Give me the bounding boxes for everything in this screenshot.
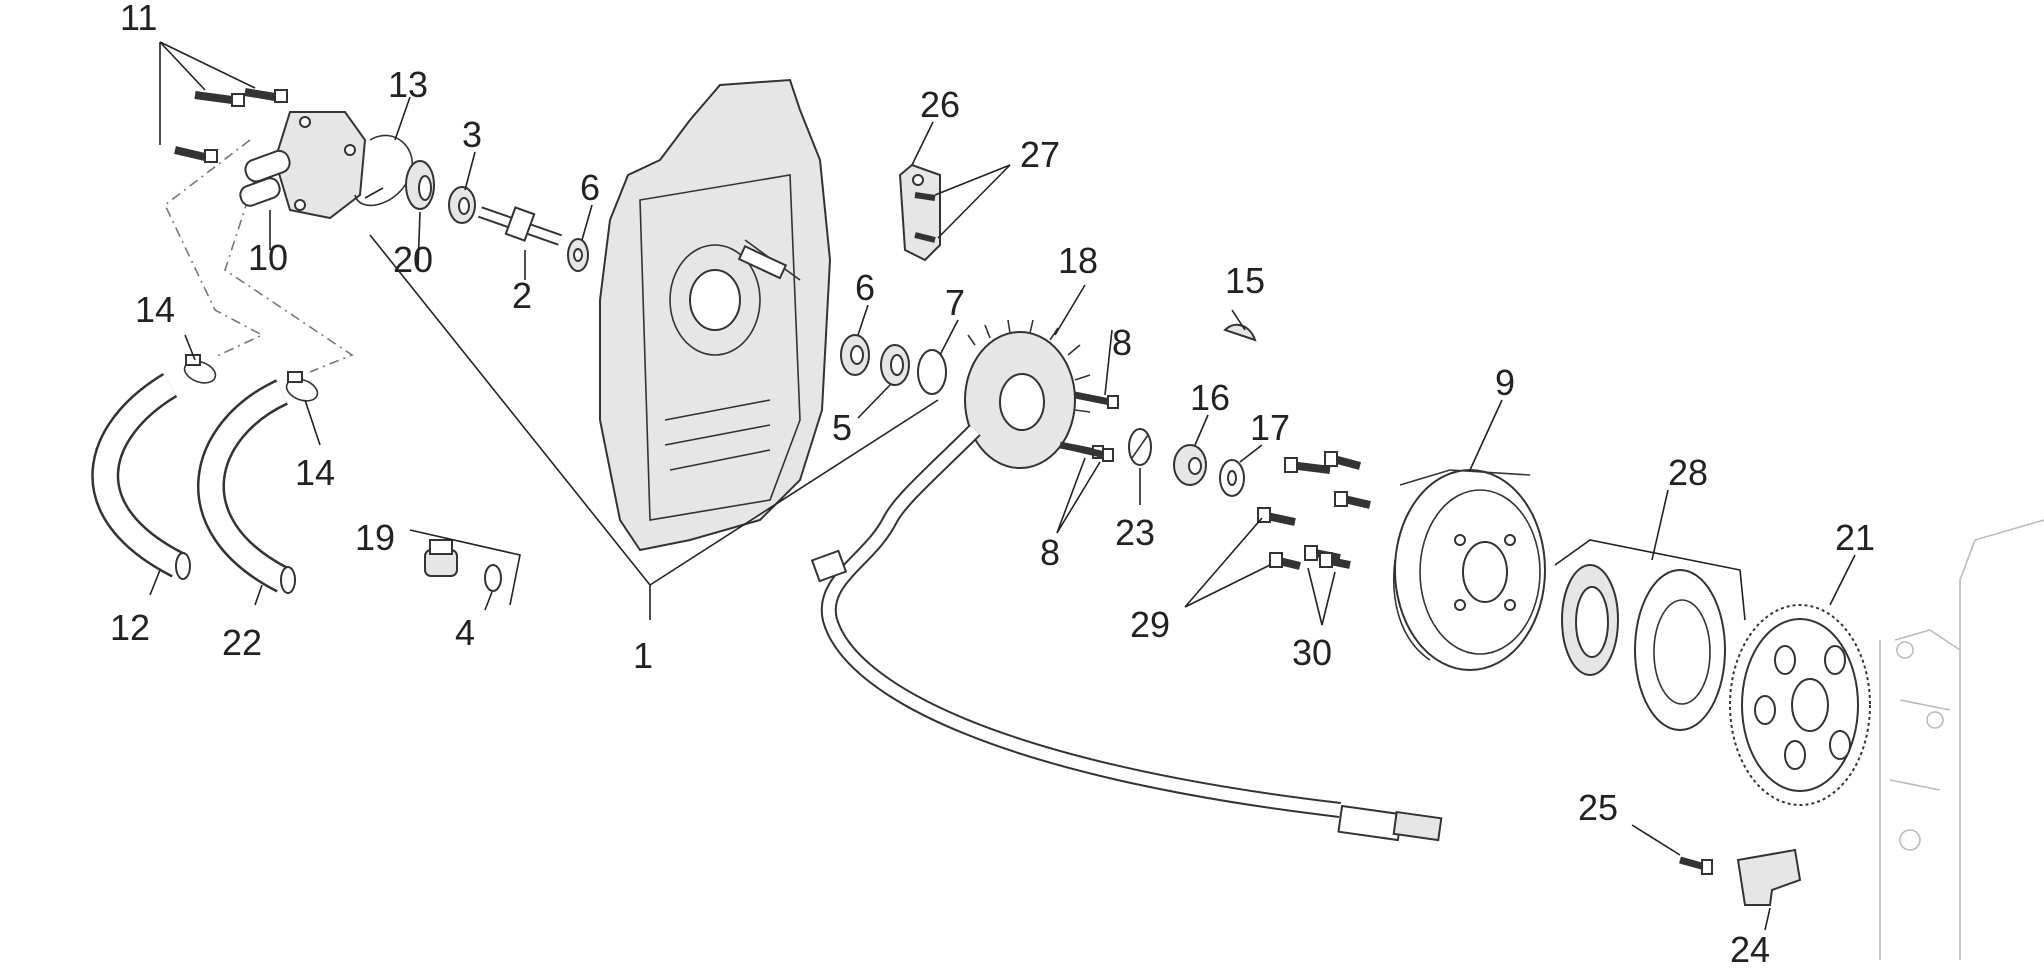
plug-19 — [424, 539, 458, 577]
seal-6b — [840, 334, 870, 376]
ring-7 — [917, 349, 947, 395]
o-ring-23 — [1128, 428, 1152, 466]
hose-12 — [91, 372, 191, 580]
bearing-3 — [448, 186, 476, 224]
bolt-25 — [1679, 856, 1713, 875]
washer-17 — [1219, 459, 1245, 497]
screws-11 — [174, 88, 288, 163]
flywheel-rotor-9 — [1392, 469, 1546, 671]
starter-gear-21 — [1729, 604, 1871, 806]
pump-cover-10 — [239, 111, 367, 220]
label-3: 3 — [462, 114, 482, 155]
seal-20 — [405, 160, 435, 210]
label-9: 9 — [1495, 362, 1515, 403]
label-30: 30 — [1292, 632, 1332, 673]
bolts-8 — [1059, 391, 1119, 462]
woodruff-key-15 — [1223, 323, 1257, 342]
label-26: 26 — [920, 84, 960, 125]
label-5: 5 — [832, 407, 852, 448]
label-20: 20 — [393, 239, 433, 280]
stator-18 — [964, 319, 1091, 469]
label-1: 1 — [633, 635, 653, 676]
hose-clamp-14a — [183, 354, 217, 384]
label-11: 11 — [120, 0, 157, 38]
label-14a: 14 — [135, 289, 175, 330]
bracket-24 — [1736, 848, 1802, 906]
washer-6a — [567, 238, 589, 272]
label-18: 18 — [1058, 240, 1098, 281]
label-10: 10 — [248, 237, 288, 278]
freewheel-28 — [1561, 564, 1726, 731]
label-15: 15 — [1225, 260, 1265, 301]
hose-clamp-14b — [285, 371, 319, 402]
label-19: 19 — [355, 517, 395, 558]
label-23: 23 — [1115, 512, 1155, 553]
label-28: 28 — [1668, 452, 1708, 493]
label-27: 27 — [1020, 134, 1060, 175]
label-22: 22 — [222, 622, 262, 663]
label-13: 13 — [388, 64, 428, 105]
screws-27 — [914, 192, 936, 243]
label-7: 7 — [945, 282, 965, 323]
label-25: 25 — [1578, 787, 1618, 828]
crankcase-cover-1 — [599, 78, 832, 552]
label-12: 12 — [110, 607, 150, 648]
plate-26 — [898, 163, 941, 262]
label-6a: 6 — [580, 167, 600, 208]
label-24: 24 — [1730, 929, 1770, 969]
label-8a: 8 — [1112, 322, 1132, 363]
label-4: 4 — [455, 612, 475, 653]
label-14b: 14 — [295, 452, 335, 493]
engine-case-outline — [1879, 519, 2044, 960]
label-16: 16 — [1190, 377, 1230, 418]
label-8b: 8 — [1040, 532, 1060, 573]
nut-16 — [1173, 444, 1207, 486]
o-ring-4 — [484, 564, 502, 592]
shaft-2 — [478, 206, 562, 246]
wiring-harness — [810, 424, 1443, 842]
hose-22 — [197, 379, 296, 594]
label-17: 17 — [1250, 407, 1290, 448]
bush-5 — [880, 344, 910, 386]
label-2: 2 — [512, 275, 532, 316]
label-21: 21 — [1835, 517, 1875, 558]
label-29: 29 — [1130, 604, 1170, 645]
bolts-29-30 — [1257, 451, 1371, 570]
label-6b: 6 — [855, 267, 875, 308]
